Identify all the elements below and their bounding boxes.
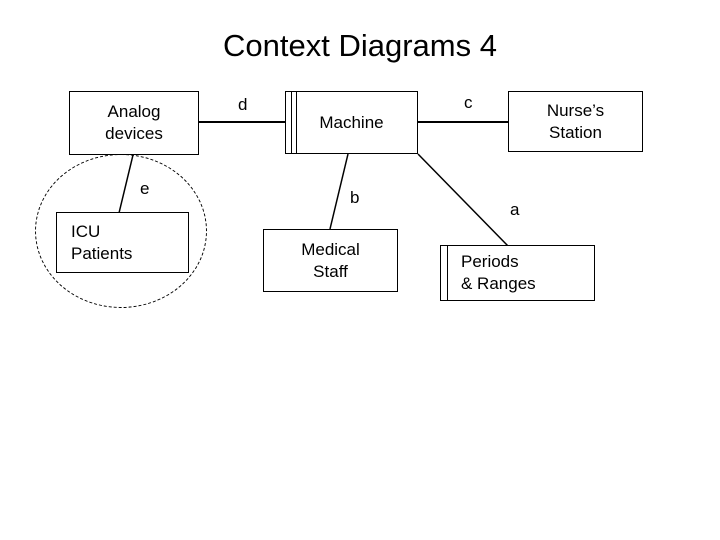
page-title: Context Diagrams 4 [223, 28, 497, 63]
domain-box-medical-staff[interactable]: Medical Staff [263, 229, 398, 292]
edge-label-c: c [464, 93, 473, 112]
domain-label-line-1: Medical [301, 239, 360, 259]
designed-domain-bar-icon [447, 246, 448, 300]
domain-label-line-1: Machine [319, 112, 384, 132]
domain-box-nurses-station[interactable]: Nurse’s Station [508, 91, 643, 152]
connector-c-line [417, 121, 509, 123]
domain-box-machine[interactable]: Machine [285, 91, 418, 154]
domain-label-line-1: ICU [71, 221, 101, 241]
domain-label-line-2: Patients [71, 243, 133, 263]
domain-box-icu-patients[interactable]: ICU Patients [56, 212, 189, 273]
connector-d-line [198, 121, 288, 123]
edge-label-d: d [238, 95, 248, 114]
edge-label-a: a [510, 200, 520, 219]
domain-label-line-2: Station [549, 122, 602, 142]
edge-label-e: e [140, 179, 150, 198]
domain-label-line-2: Staff [313, 261, 348, 281]
edge-label-b: b [350, 188, 360, 207]
domain-box-periods-ranges[interactable]: Periods & Ranges [440, 245, 595, 301]
domain-label-line-1: Analog [107, 102, 161, 121]
domain-label-line-2: & Ranges [461, 274, 536, 293]
connector-b-line [329, 153, 349, 230]
domain-label-line-2: devices [105, 124, 163, 143]
connector-a-line [417, 153, 509, 247]
domain-label-line-1: Periods [461, 252, 519, 271]
domain-box-analog-devices[interactable]: Analog devices [69, 91, 199, 155]
machine-domain-bars-icon [286, 92, 300, 153]
domain-label-line-1: Nurse’s [546, 100, 605, 120]
